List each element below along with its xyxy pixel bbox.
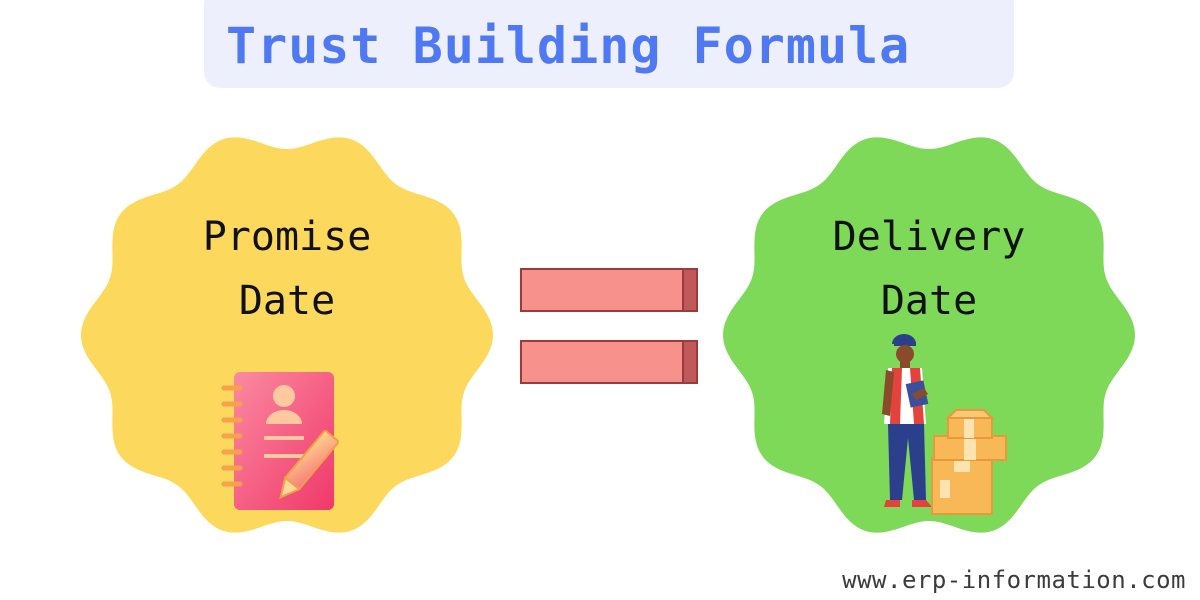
delivery-worker-boxes-icon [882,334,1007,515]
delivery-label-line1: Delivery [832,214,1026,260]
delivery-date-badge: Delivery Date [722,128,1136,542]
promise-date-badge: Promise Date [80,128,494,542]
delivery-label-line2: Date [880,278,978,324]
promise-label-line1: Promise [202,214,372,260]
website-watermark: www.erp-information.com [842,566,1186,594]
promise-label-line2: Date [238,278,336,324]
wavy-badge-shape-yellow [81,137,493,533]
notebook-pencil-icon [221,372,340,510]
page-title: Trust Building Formula [226,17,911,75]
title-banner [204,0,1014,88]
equals-bar-bottom [520,340,698,384]
equals-bar-top [520,268,698,312]
wavy-badge-shape-green [723,137,1135,533]
